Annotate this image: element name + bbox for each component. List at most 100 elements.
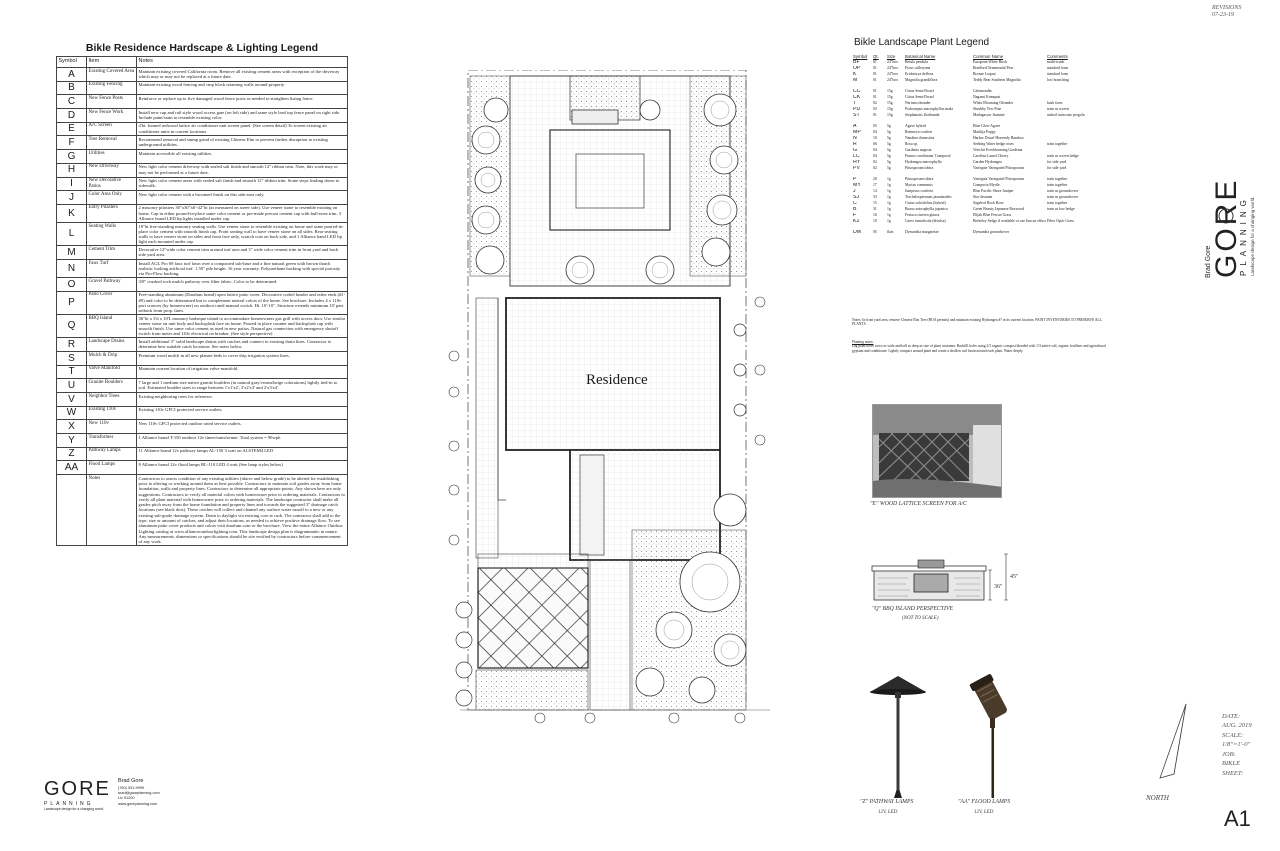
side-walk: [475, 297, 499, 559]
pergola: [549, 129, 671, 231]
legend-item: Seating Walls: [86, 221, 137, 247]
plant-botanical: Citrus Semi-Dwarf: [905, 89, 934, 94]
contact-line: Lic 91200: [118, 796, 135, 801]
sheet-number: A1: [1224, 806, 1251, 831]
bbq-back-dimension: 45": [1010, 574, 1019, 580]
plant-qty: 06: [873, 142, 877, 147]
plant-botanical: Rosa sp.: [905, 142, 918, 147]
plant-symbol: ST: [853, 113, 860, 119]
plant-symbol: T: [853, 101, 857, 107]
plant-symbol: J: [853, 189, 856, 195]
legend-symbol: E: [56, 121, 87, 137]
legend-item: Mulch & Drip: [86, 350, 137, 366]
legend-symbol: A: [56, 67, 87, 82]
plant-symbol: R: [853, 142, 857, 148]
plant-legend-table: Symbol Qt. Size Botanical Name Common Na…: [852, 52, 1104, 236]
legend-item: Granite Boulders: [86, 378, 137, 393]
plant-common: Sageleaf Rock Rose: [973, 201, 1004, 206]
plant-botanical: Trachelospermum jasminoides: [905, 195, 952, 200]
legend-item: Neighbor Trees: [86, 392, 137, 407]
plant-symbol: DM: [853, 230, 862, 236]
legend-item: New Fence Posts: [86, 94, 137, 110]
plant-botanical: Agave hybrid: [905, 124, 926, 129]
pathway-lamp-caption: "Z" PATHWAY LAMPS: [860, 799, 914, 805]
plant-symbol: BF: [853, 60, 860, 66]
plant-legend-title: Bikle Landscape Plant Legend: [854, 37, 990, 48]
plant-botanical: Eriobotrya deflexa: [905, 72, 934, 77]
legend-symbol: Y: [56, 433, 87, 448]
plant-notes: Notes: In front yard area, remove Chines…: [852, 318, 1102, 327]
plant-legend: Bikle Landscape Plant Legend Symbol Qt. …: [848, 34, 1108, 374]
title-block-line: DATE:: [1222, 713, 1241, 720]
plant-symbol: CC: [853, 89, 861, 95]
legend-notes: Maintain accessible all existing utiliti…: [136, 149, 348, 164]
legend-item: Transformer: [86, 433, 137, 448]
plant-comment: train as low hedge: [1047, 207, 1075, 212]
plant-symbol: A: [853, 124, 857, 130]
legend-symbol: AA: [56, 460, 87, 476]
legend-item: Existing Fencing: [86, 80, 137, 96]
plant-common: Elijah Blue Fescue Grass: [973, 213, 1012, 218]
pathway-lamp-image: [870, 676, 926, 798]
plant-qty: 01: [873, 66, 877, 71]
legend-item: Existing Covered Area: [86, 67, 137, 82]
revisions-note: REVISIONS 07-23-19: [1212, 5, 1241, 18]
plant-qty: 14: [873, 189, 877, 194]
plant-symbol: MP: [853, 130, 861, 136]
legend-item: Tree Removal: [86, 135, 137, 151]
contact-line: www.goreplanning.com: [118, 801, 158, 806]
contact-line: (760) 331-9999: [118, 785, 144, 790]
plant-size: 1g: [887, 183, 891, 188]
plant-comment: Fiber Optic Grass: [1047, 219, 1074, 224]
plant-header: Size: [887, 53, 896, 59]
plant-symbol: HY: [853, 160, 861, 166]
plant-comment: standard form: [1047, 72, 1069, 77]
legend-notes: Contractors to assess condition of any e…: [136, 474, 348, 546]
residence-label: Residence: [586, 372, 648, 388]
plant-size: 1g: [887, 195, 891, 200]
plant-common: Shrubby Yew Pine: [973, 107, 1002, 112]
plant-size: 1g: [887, 219, 891, 224]
plant-symbol: LC: [853, 154, 860, 160]
legend-symbol: B: [56, 80, 87, 96]
flood-lamp-spec: 12V, LED: [974, 810, 994, 815]
planting-notes-heading: Planting notes:: [852, 340, 874, 344]
contact-block: Brad Gore (760) 331-9999 brad@goreplanni…: [118, 778, 160, 807]
plant-comment: train as screen: [1047, 107, 1069, 112]
plant-symbol: CK: [853, 95, 861, 101]
plant-header: Symbol: [853, 53, 868, 59]
title-block-line: 1/8"=1'-0": [1222, 741, 1251, 749]
plant-common: Star Jasmine: [973, 195, 993, 200]
legend-notes: New 110v GFCI protected outdoor rated se…: [136, 419, 348, 435]
site-plan-drawing: [448, 70, 770, 724]
legend-item: A/C Screen: [86, 121, 137, 137]
legend-notes: Maintain existing covered California roo…: [136, 67, 348, 82]
plant-common: Dymondia groundcover: [973, 230, 1010, 235]
legend-symbol: Q: [56, 313, 87, 339]
plant-qty: 16: [873, 213, 877, 218]
plant-qty: 17: [873, 183, 877, 188]
plant-size: 5g: [887, 142, 891, 147]
plant-symbol: OP: [853, 66, 861, 72]
plant-botanical: Nandina domestica: [905, 136, 935, 141]
plant-qty: 20: [873, 177, 877, 182]
legend-notes: New light color cement areas with sealed…: [136, 176, 348, 192]
legend-notes: New light color cement with a broomed fi…: [136, 190, 348, 205]
plant-size: 5g: [887, 166, 891, 171]
plant-header: Common Name: [973, 53, 1004, 59]
plant-botanical: Festuca cinerea glauca: [905, 213, 940, 218]
